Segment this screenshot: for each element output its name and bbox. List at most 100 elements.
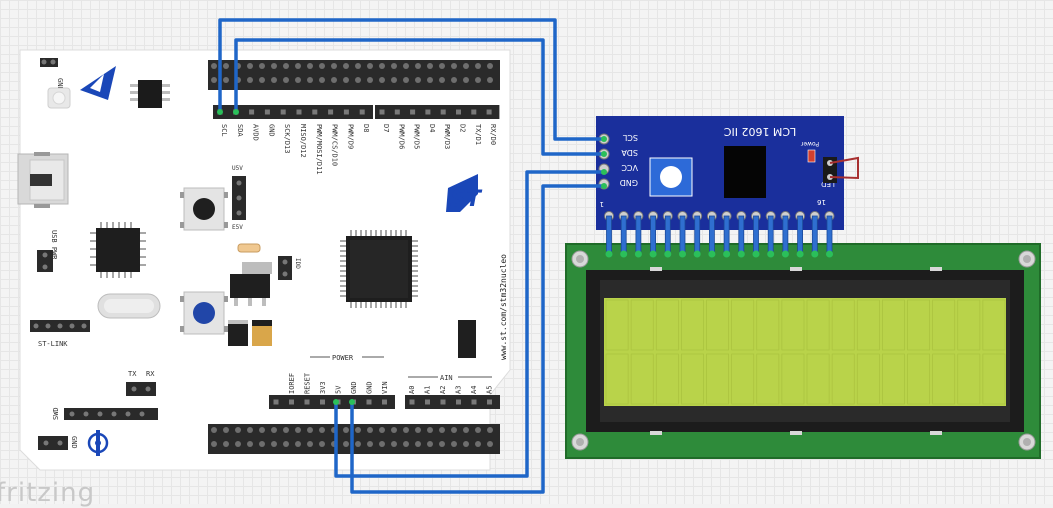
digital-pin-label: AVDD — [252, 124, 260, 141]
led-jumper — [823, 156, 859, 183]
rx-label: RX — [146, 370, 155, 378]
u5v-label: U5V — [232, 165, 243, 172]
pin-first-label: 1 — [600, 200, 604, 208]
e5v-label: E5V — [232, 224, 243, 231]
crystal — [97, 293, 161, 319]
wires — [218, 18, 606, 494]
digital-pin-label: SDA — [236, 124, 244, 137]
digital-pin-label: D2 — [459, 124, 467, 132]
ain-pin-label: A3 — [455, 386, 463, 394]
digital-pin-label: PWM/D5 — [413, 124, 421, 149]
swd-label: SWD — [52, 407, 60, 420]
user-button — [180, 291, 228, 335]
i2c-pin-sda: SDA — [621, 148, 638, 157]
i2c-pin-gnd: GND — [620, 178, 638, 187]
wire-vcc — [334, 170, 606, 478]
stlink-mcu — [90, 222, 146, 278]
swd-header: SWD — [52, 407, 158, 420]
power-label: Power — [800, 140, 819, 147]
wire-gnd — [350, 184, 606, 494]
power-pin-label: IOREF — [288, 373, 296, 394]
led-label: LED — [821, 180, 835, 188]
ain-pin-label: A2 — [439, 386, 447, 394]
stlink-label: ST-LINK — [38, 340, 68, 348]
main-mcu — [346, 236, 412, 302]
power-pin-label: 5V — [335, 385, 343, 394]
wire-endpoints — [217, 109, 607, 405]
i2c-title: LCM 1602 IIC — [723, 125, 796, 138]
eeprom-chip — [130, 80, 170, 108]
resistor — [237, 243, 261, 253]
board-url: www.st.com/stm32nucleo — [499, 254, 508, 360]
i2c-pin-vcc: VCC — [621, 163, 638, 172]
digital-pin-label: PWM/D9 — [346, 124, 354, 149]
pcf8574-chip — [724, 146, 766, 198]
cn-jumper — [37, 250, 53, 272]
digital-pin-label: MISO/D12 — [299, 124, 307, 158]
power-jumper: U5V E5V — [232, 165, 246, 231]
arduino-digital-headers — [213, 105, 500, 119]
power-pin-label: GND — [350, 381, 358, 394]
digital-pin-label: D8 — [362, 124, 370, 132]
gnd-pad-bottom: GND — [38, 430, 109, 456]
main-mcu-pins — [340, 230, 418, 308]
lcd-screen — [604, 298, 1006, 406]
st-triangle-logo — [80, 66, 116, 100]
power-pin-label: VIN — [381, 381, 389, 394]
digital-pin-label: PWM/D3 — [443, 124, 451, 149]
pin-last-label: 16 — [817, 198, 826, 206]
tx-label: TX — [128, 370, 137, 378]
digital-pin-label: SCL — [220, 124, 228, 137]
power-pin-label: 3V3 — [319, 381, 327, 394]
power-pin-label: RESET — [304, 372, 312, 394]
st-logo: ST — [446, 174, 483, 212]
digital-pin-label: D7 — [382, 124, 390, 132]
power-header-label: POWER — [332, 354, 354, 362]
usb-connector: USB PWR — [17, 152, 69, 260]
reset-button — [180, 187, 228, 231]
power-pin-label: GND — [366, 381, 374, 394]
power-led — [807, 149, 816, 163]
digital-pin-label: PWM/MOSI/D11 — [315, 124, 323, 175]
capacitor-tantalum — [252, 320, 272, 346]
i2c-pin-scl: SCL — [622, 133, 638, 142]
gnd-label-top: GND — [56, 78, 64, 91]
digital-pin-label: PWM/D6 — [397, 124, 405, 149]
morpho-header-bottom — [208, 424, 500, 454]
power-pin-labels: POWER AIN IOREF RESET 3V3 5V GND GND VIN A0 A1 A2… — [288, 354, 494, 394]
digital-pin-label: TX/D1 — [474, 124, 482, 145]
usb-pwr-label: USB PWR — [50, 230, 58, 260]
digital-pin-label: PWM/CS/D10 — [331, 124, 339, 166]
morpho-header-top — [208, 60, 500, 90]
wire-scl — [218, 18, 606, 141]
tx-rx-pads: TX RX — [126, 370, 156, 396]
digital-pin-label: D4 — [428, 124, 436, 132]
arduino-power-headers — [269, 395, 500, 409]
digital-pin-labels: SCL SDA AVDD GND SCK/D13 MISO/D12 PWM/MOSI/D11… — [220, 124, 497, 175]
voltage-regulator — [230, 262, 272, 306]
fritzing-watermark: fritzing — [0, 478, 96, 508]
st-logo-text: ST — [450, 187, 483, 212]
mbed-logo-icon — [87, 430, 109, 456]
lcd-1602 — [565, 243, 1041, 459]
ain-header-label: AIN — [440, 374, 453, 382]
lcd-character-grid — [605, 299, 1006, 405]
wire-sda — [234, 38, 606, 156]
ain-pin-label: A0 — [408, 386, 416, 394]
idd-jumper: IDD — [278, 256, 301, 280]
digital-pin-label: GND — [267, 124, 275, 137]
ain-pin-label: A5 — [486, 386, 494, 394]
stlink-header: ST-LINK — [30, 320, 90, 348]
digital-pin-label: RX/D0 — [489, 124, 497, 145]
ain-pin-label: A4 — [470, 386, 478, 394]
nucleo-board: GND USB PWR — [17, 49, 511, 471]
small-module — [458, 320, 476, 358]
i2c-backpack: LCM 1602 IIC Power LED 16 1 SCL SDA VCC … — [596, 116, 859, 258]
gnd-pad-top: GND — [40, 58, 71, 109]
ain-pin-label: A1 — [424, 386, 432, 394]
i2c-lcd-pins — [604, 211, 835, 258]
digital-pin-label: SCK/D13 — [283, 124, 291, 154]
gnd-label-bottom: GND — [70, 436, 78, 449]
